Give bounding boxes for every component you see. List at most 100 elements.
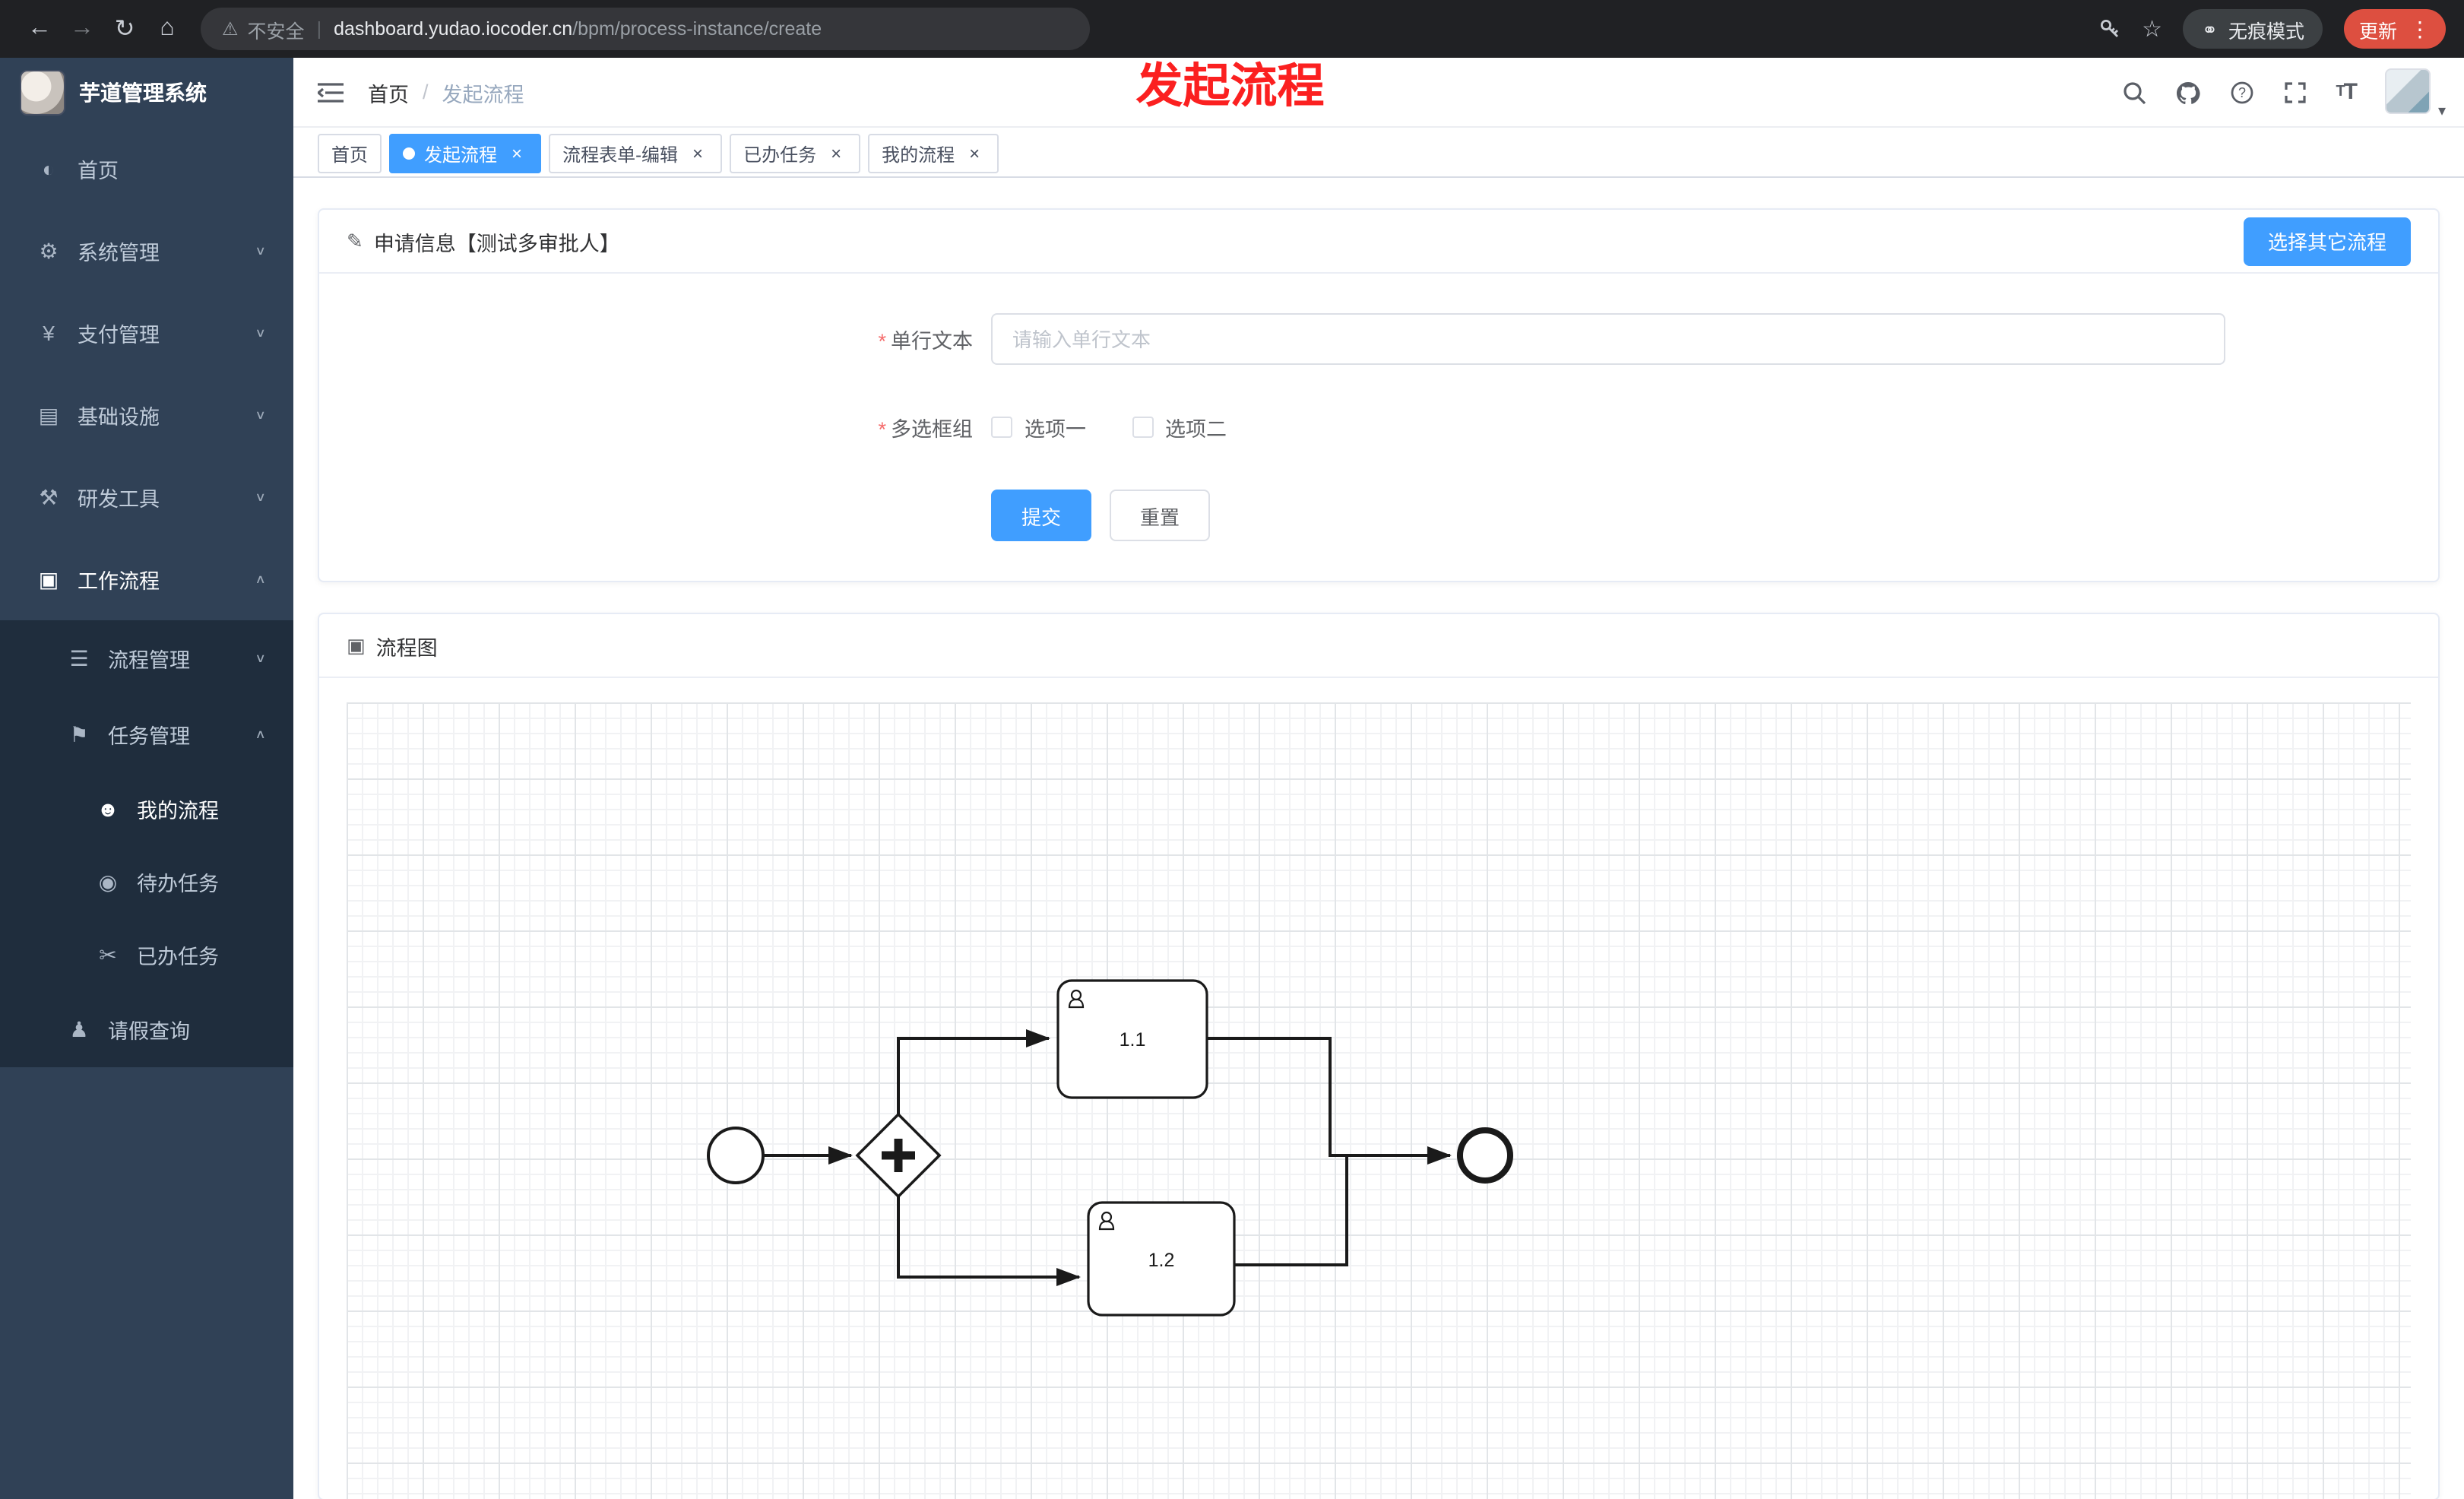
reset-button[interactable]: 重置 — [1110, 490, 1210, 541]
document-icon: ✎ — [347, 229, 363, 252]
url-text: dashboard.yudao.iocoder.cn/bpm/process-i… — [334, 18, 822, 40]
app-header: 首页 / 发起流程 ? T — [293, 58, 2464, 128]
apply-info-card: ✎ 申请信息【测试多审批人】 选择其它流程 *单行文本 — [318, 208, 2440, 582]
close-icon[interactable]: × — [969, 143, 980, 164]
sidebar-item-workflow[interactable]: ▣ 工作流程 ∧ — [0, 538, 293, 620]
checkbox-option-2[interactable] — [1132, 417, 1153, 438]
main-area: 发起流程 首页 / 发起流程 — [293, 58, 2464, 1499]
security-label: 不安全 — [247, 21, 305, 42]
bookmark-star-icon[interactable]: ☆ — [2142, 17, 2162, 43]
tag-initiate-process[interactable]: 发起流程 × — [389, 134, 542, 173]
gear-icon: ⚙ — [39, 238, 59, 262]
process-diagram-title: 流程图 — [375, 636, 438, 659]
sidebar-item-system-management[interactable]: ⚙ 系统管理 ∨ — [0, 210, 293, 292]
flowchart-icon: ▣ — [347, 633, 366, 656]
user-task-node-2 — [1087, 1201, 1236, 1317]
sidebar-item-leave-query[interactable]: ♟ 请假查询 — [0, 991, 293, 1067]
breadcrumb-separator: / — [423, 81, 429, 103]
github-icon[interactable] — [2174, 80, 2200, 104]
sidebar-item-done-tasks[interactable]: ✂ 已办任务 — [0, 918, 293, 991]
user-task-2-label: 1.2 — [1148, 1250, 1175, 1271]
required-mark: * — [878, 330, 886, 353]
close-icon[interactable]: × — [511, 143, 523, 164]
end-event-node — [1457, 1127, 1513, 1184]
tag-done-tasks[interactable]: 已办任务 × — [730, 134, 861, 173]
sidebar: 芋道管理系统 ◐ 首页 ⚙ 系统管理 ∨ ¥ 支付管理 ∨ — [0, 58, 293, 1499]
tag-my-process[interactable]: 我的流程 × — [868, 134, 999, 173]
refresh-icon[interactable]: ↻ — [114, 17, 135, 43]
user-avatar-menu[interactable]: ▾ — [2385, 68, 2446, 119]
checkbox-group-label: *多选框组 — [878, 418, 973, 441]
checkbox-option-2-label[interactable]: 选项二 — [1165, 418, 1227, 441]
apply-info-title: 申请信息【测试多审批人】 — [373, 232, 620, 255]
url-host: dashboard.yudao.iocoder.cn — [334, 18, 573, 40]
chevron-up-icon: ∧ — [255, 727, 266, 741]
app-logo-row[interactable]: 芋道管理系统 — [0, 58, 293, 128]
kebab-menu-icon[interactable]: ⋮ — [2409, 16, 2431, 40]
app-title: 芋道管理系统 — [79, 81, 207, 105]
key-icon[interactable] — [2099, 18, 2120, 40]
breadcrumb-current: 发起流程 — [442, 83, 524, 106]
sidebar-item-home[interactable]: ◐ 首页 — [0, 128, 293, 210]
chevron-down-icon: ∨ — [255, 651, 266, 665]
parallel-gateway-plus-icon — [882, 1139, 915, 1172]
incognito-label: 无痕模式 — [2228, 21, 2304, 42]
apply-info-card-header: ✎ 申请信息【测试多审批人】 选择其它流程 — [319, 210, 2438, 274]
workflow-icon: ▣ — [38, 566, 59, 591]
breadcrumb: 首页 / 发起流程 — [368, 77, 524, 107]
breadcrumb-home[interactable]: 首页 — [368, 83, 409, 106]
sidebar-item-task-management[interactable]: ⚑ 任务管理 ∧ — [0, 696, 293, 772]
sidebar-item-dev-tools[interactable]: ⚒ 研发工具 ∨ — [0, 456, 293, 538]
sidebar-item-infrastructure[interactable]: ▤ 基础设施 ∨ — [0, 374, 293, 456]
flow-gateway-to-task1 — [897, 1029, 1050, 1114]
tag-process-form-edit[interactable]: 流程表单-编辑 × — [549, 134, 723, 173]
checkbox-option-1-label[interactable]: 选项一 — [1025, 418, 1086, 441]
sidebar-toggle-icon[interactable] — [318, 81, 344, 103]
eye-icon: ◉ — [98, 869, 118, 893]
single-line-text-row: *单行文本 — [319, 313, 2225, 365]
flag-icon: ⚑ — [69, 721, 89, 746]
address-bar[interactable]: ⚠ 不安全 | dashboard.yudao.iocoder.cn/bpm/p… — [201, 8, 1090, 50]
close-icon[interactable]: × — [692, 143, 704, 164]
infrastructure-icon: ▤ — [38, 402, 59, 426]
list-icon: ☰ — [69, 645, 89, 670]
checkbox-option-1[interactable] — [991, 417, 1012, 438]
scissors-icon: ✂ — [99, 942, 117, 966]
home-icon[interactable]: ⌂ — [160, 15, 175, 41]
tag-home[interactable]: 首页 — [318, 134, 382, 173]
close-icon[interactable]: × — [831, 143, 842, 164]
search-icon[interactable] — [2121, 80, 2146, 104]
app-logo — [20, 70, 65, 116]
sidebar-item-payment-management[interactable]: ¥ 支付管理 ∨ — [0, 292, 293, 374]
help-icon[interactable]: ? — [2229, 80, 2253, 104]
back-icon[interactable]: ← — [27, 15, 52, 41]
chevron-down-icon: ∨ — [255, 326, 266, 340]
sidebar-item-my-process[interactable]: ☻ 我的流程 — [0, 772, 293, 845]
sidebar-item-todo-tasks[interactable]: ◉ 待办任务 — [0, 845, 293, 918]
dashboard-icon: ◐ — [42, 157, 55, 181]
forward-icon[interactable]: → — [70, 15, 94, 41]
fullscreen-icon[interactable] — [2282, 80, 2307, 104]
single-line-text-label: *单行文本 — [878, 330, 973, 353]
chevron-down-icon: ∨ — [255, 244, 266, 258]
tools-icon: ⚒ — [39, 484, 59, 509]
sidebar-menu: ◐ 首页 ⚙ 系统管理 ∨ ¥ 支付管理 ∨ ▤ 基础设施 ∨ — [0, 128, 293, 1067]
process-diagram-card: ▣ 流程图 — [318, 613, 2440, 1499]
single-line-text-input[interactable] — [991, 313, 2225, 365]
start-event-node — [707, 1127, 765, 1184]
checkbox-group: 选项一 选项二 — [991, 401, 1260, 453]
user-task-node-1 — [1056, 979, 1208, 1099]
select-other-process-button[interactable]: 选择其它流程 — [2243, 217, 2411, 265]
tags-view-bar: 首页 发起流程 × 流程表单-编辑 × 已办任务 × — [293, 128, 2464, 178]
chevron-down-icon: ∨ — [255, 490, 266, 504]
form-buttons: 提交 重置 — [991, 490, 2225, 541]
update-button[interactable]: 更新 ⋮ — [2343, 9, 2446, 49]
required-mark: * — [878, 418, 886, 441]
sidebar-item-process-management[interactable]: ☰ 流程管理 ∨ — [0, 620, 293, 696]
chevron-up-icon: ∧ — [255, 572, 266, 586]
bpmn-canvas[interactable]: 1.1 1.2 — [347, 702, 2411, 1499]
avatar — [2385, 68, 2431, 113]
submit-button[interactable]: 提交 — [991, 490, 1091, 541]
